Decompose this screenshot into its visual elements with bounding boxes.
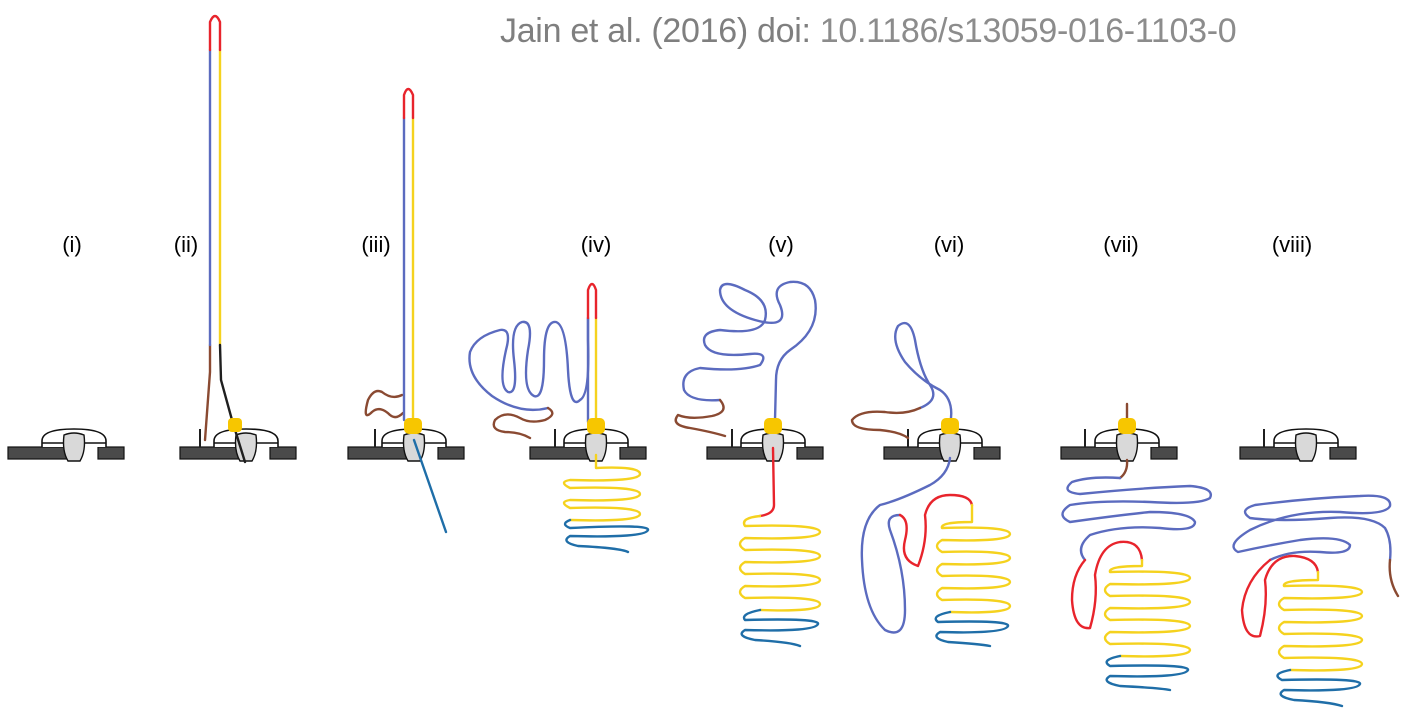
panel-iii: [347, 87, 465, 534]
panel-label-i: (i): [62, 232, 82, 257]
translocated-complement-vii: [1103, 558, 1192, 658]
leader-adapter-iii: [364, 389, 405, 419]
panel-label-iv: (iv): [580, 232, 612, 257]
panel-vii: [1060, 402, 1212, 692]
panel-label-v: (v): [768, 232, 794, 257]
template-strand-vi: [860, 456, 952, 634]
panel-label-viii: (viii): [1271, 232, 1313, 257]
motor-protein-vii: [1118, 418, 1136, 434]
panel-iv: [468, 282, 650, 554]
panel-vi: [850, 321, 1012, 648]
translocated-complement-iv: [562, 453, 642, 522]
translocated-complement-v: [738, 514, 822, 612]
motor-protein-vi: [941, 418, 959, 434]
panel-v: [674, 280, 824, 648]
panel-label-vi: (vi): [933, 232, 965, 257]
translocated-template-vi: [934, 610, 1010, 648]
translocated-template-viii: [1276, 668, 1362, 708]
nanopore-vii: [1060, 428, 1178, 462]
panel-viii: [1232, 428, 1400, 708]
template-strand-v: [682, 280, 817, 422]
template-strand-iv: [468, 316, 590, 412]
translocated-template-vii: [1105, 654, 1190, 692]
leader-adapter-ii: [203, 343, 212, 442]
leader-adapter-iv: [492, 406, 554, 440]
hairpin-vi: [898, 493, 974, 568]
motor-protein-v: [764, 418, 782, 434]
citation: Jain et al. (2016) doi: 10.1186/s13059-0…: [500, 12, 1237, 51]
panel-label-iii: (iii): [361, 232, 391, 257]
translocated-strand-iii: [412, 438, 448, 534]
motor-protein-iv: [587, 418, 605, 434]
motor-protein-iii: [404, 418, 422, 434]
template-lead-vi: [894, 321, 953, 427]
hairpin-ii: [208, 14, 222, 52]
nanopore-v: [706, 428, 824, 462]
nanopore-i: [7, 428, 125, 462]
nanopore-ii: [179, 428, 297, 462]
hairpin-iii: [402, 87, 415, 120]
hairpin-iv: [586, 282, 598, 320]
translocated-template-v: [740, 608, 820, 648]
leader-adapter-v: [674, 398, 727, 438]
panel-i: [7, 428, 125, 462]
motor-protein-ii: [228, 418, 242, 432]
hairpin-vii: [1070, 540, 1144, 630]
template-strand-viii: [1232, 494, 1392, 562]
citation-text: Jain et al. (2016) doi:: [500, 12, 820, 50]
template-strand-vii: [1061, 476, 1212, 562]
leader-adapter-vi: [850, 406, 922, 440]
panel-ii: [179, 14, 297, 464]
panel-label-ii: (ii): [173, 232, 199, 257]
citation-doi: 10.1186/s13059-016-1103-0: [819, 12, 1237, 50]
hairpin-v: [758, 446, 776, 518]
nanopore-iv: [529, 428, 647, 462]
lead-in-strand-ii: [218, 343, 247, 464]
translocated-complement-viii: [1277, 570, 1364, 672]
leader-adapter-vii: [1118, 402, 1129, 480]
hairpin-viii: [1240, 554, 1320, 638]
nanopore-viii: [1239, 428, 1357, 462]
leader-adapter-viii: [1388, 558, 1400, 598]
translocated-complement-vi: [935, 503, 1012, 614]
translocated-template-iv: [563, 518, 650, 554]
nanopore-iii: [347, 428, 465, 462]
panel-label-vii: (vii): [1103, 232, 1139, 257]
